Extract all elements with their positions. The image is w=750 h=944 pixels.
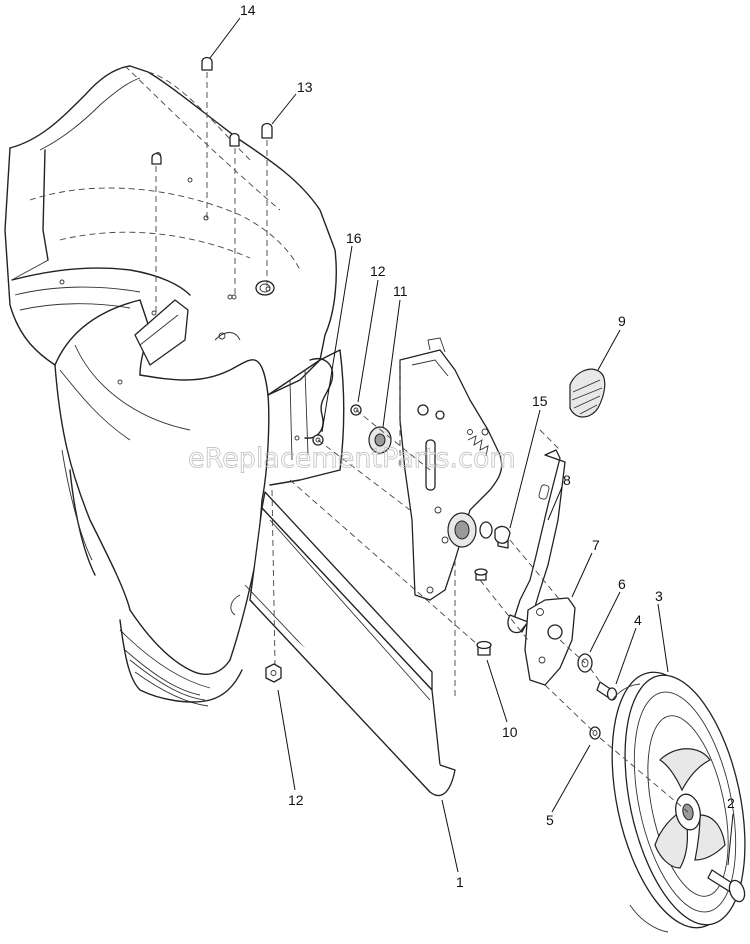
lever-grip-9 [569, 368, 606, 418]
callout-5: 5 [546, 812, 554, 828]
callout-12-lower: 12 [288, 792, 304, 808]
callout-12-upper: 12 [370, 263, 386, 279]
screws-13-14 [151, 56, 273, 300]
wheel-bolt-4 [596, 681, 618, 701]
callout-10: 10 [502, 724, 518, 740]
wheel-3 [611, 671, 746, 933]
nut-12-lower [265, 663, 282, 683]
height-adjust-plate [399, 337, 503, 601]
callout-4: 4 [634, 612, 642, 628]
callout-7: 7 [592, 537, 600, 553]
callout-11: 11 [393, 283, 408, 299]
callout-3: 3 [655, 588, 663, 604]
callout-1: 1 [456, 874, 464, 890]
callout-16: 16 [346, 230, 362, 246]
callout-9: 9 [618, 313, 626, 329]
washer-5 [589, 726, 601, 740]
height-adjust-lever-8 [507, 449, 566, 634]
callout-2: 2 [727, 795, 735, 811]
watermark-text: eReplacementParts.com [188, 443, 516, 474]
mower-deck-housing [4, 65, 345, 707]
shoulder-bolt-15 [479, 521, 511, 544]
assembly-lines [155, 72, 689, 813]
callout-13: 13 [297, 79, 313, 95]
callout-8: 8 [563, 472, 571, 488]
callout-15: 15 [532, 393, 548, 409]
callout-labels: 14 13 16 12 11 9 15 8 7 6 4 3 10 12 5 1 … [240, 2, 735, 890]
rear-flap-1 [230, 491, 456, 797]
callout-6: 6 [618, 576, 626, 592]
leader-lines [209, 17, 734, 873]
axle-bolt-2 [707, 869, 746, 903]
bushing-11 [368, 426, 392, 454]
bolts-10 [474, 537, 509, 656]
callout-14: 14 [240, 2, 256, 18]
wheel-bracket-7 [524, 597, 576, 686]
